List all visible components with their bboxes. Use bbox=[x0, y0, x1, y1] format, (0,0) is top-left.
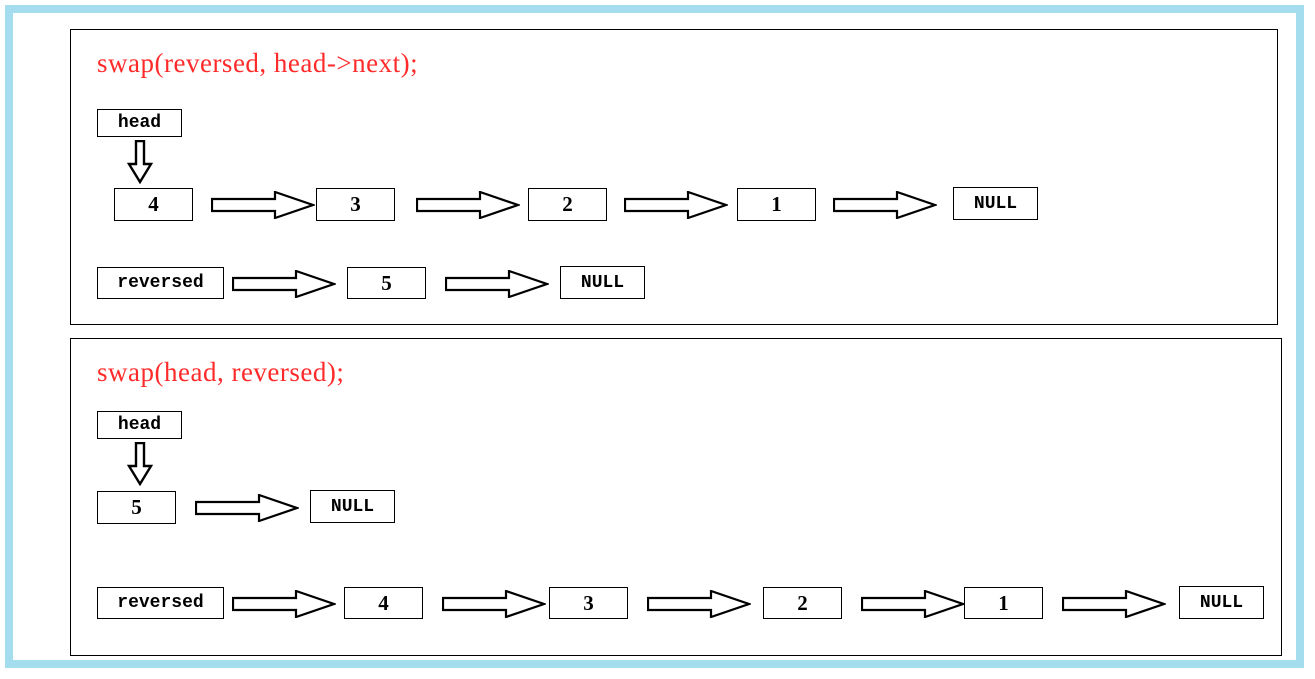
node-box: 5 bbox=[347, 267, 426, 299]
node-box: 2 bbox=[763, 587, 842, 619]
right-arrow-icon bbox=[1062, 590, 1166, 618]
node-box: 3 bbox=[549, 587, 628, 619]
code-caption-2: swap(head, reversed); bbox=[97, 357, 345, 387]
right-arrow-icon bbox=[861, 590, 965, 618]
node-box-null: NULL bbox=[560, 266, 645, 299]
down-arrow-icon bbox=[127, 442, 153, 486]
right-arrow-icon bbox=[211, 191, 315, 219]
pointer-label-head-2: head bbox=[97, 411, 182, 439]
down-arrow-icon bbox=[127, 140, 153, 184]
step-panel-1: swap(reversed, head->next); head 4 3 2 bbox=[70, 29, 1278, 325]
right-arrow-icon bbox=[232, 270, 336, 298]
node-box-null: NULL bbox=[953, 187, 1038, 220]
node-box: 5 bbox=[97, 491, 176, 524]
right-arrow-icon bbox=[232, 590, 336, 618]
outer-frame: swap(reversed, head->next); head 4 3 2 bbox=[5, 5, 1304, 668]
right-arrow-icon bbox=[445, 270, 549, 298]
node-box: 2 bbox=[528, 188, 607, 221]
node-box: 4 bbox=[114, 188, 193, 221]
pointer-label-reversed-1: reversed bbox=[97, 267, 224, 299]
pointer-label-head-1: head bbox=[97, 109, 182, 137]
right-arrow-icon bbox=[416, 191, 520, 219]
right-arrow-icon bbox=[647, 590, 751, 618]
right-arrow-icon bbox=[833, 191, 937, 219]
right-arrow-icon bbox=[624, 191, 728, 219]
step-panel-2: swap(head, reversed); head 5 NULL revers… bbox=[70, 338, 1282, 656]
node-box: 1 bbox=[737, 188, 816, 221]
node-box-null: NULL bbox=[310, 490, 395, 523]
right-arrow-icon bbox=[442, 590, 546, 618]
node-box: 4 bbox=[344, 587, 423, 619]
node-box-null: NULL bbox=[1179, 586, 1264, 619]
node-box: 3 bbox=[316, 188, 395, 221]
code-caption-1: swap(reversed, head->next); bbox=[97, 48, 419, 78]
pointer-label-reversed-2: reversed bbox=[97, 587, 224, 619]
node-box: 1 bbox=[964, 587, 1043, 619]
right-arrow-icon bbox=[195, 494, 299, 522]
